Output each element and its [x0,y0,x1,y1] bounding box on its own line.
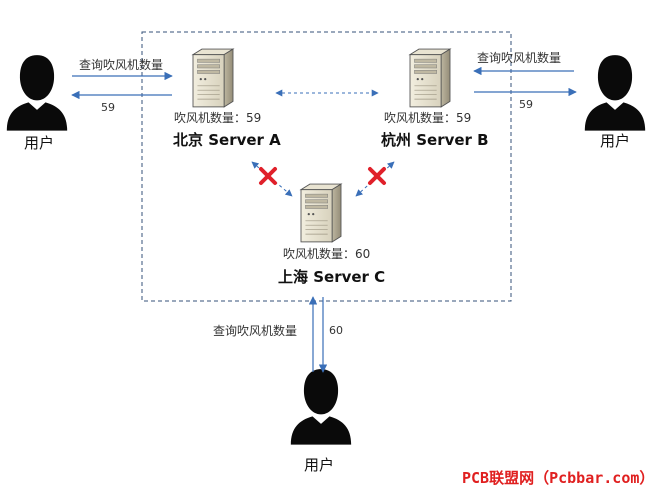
server-a-icon [192,48,234,108]
server-c-label: 上海 Server C [278,268,386,286]
user-right-icon [584,55,646,131]
right-query-label: 查询吹风机数量 [477,51,562,65]
bottom-query-label: 查询吹风机数量 [213,324,298,338]
left-query-label: 查询吹风机数量 [79,58,164,72]
right-reply-label: 59 [519,98,533,111]
watermark: PCB联盟网（Pcbbar.com） [462,469,655,487]
server-b-label: 杭州 Server B [381,131,489,149]
user-right-label: 用户 [600,132,631,150]
user-left-icon [6,55,68,131]
cluster-dashed-box [141,31,512,302]
user-bottom-label: 用户 [304,456,335,474]
server-b-icon [409,48,451,108]
server-b-count: 吹风机数量：59 [384,111,472,125]
user-bottom-icon [290,369,352,445]
server-a-label: 北京 Server A [173,131,281,149]
server-a-count: 吹风机数量：59 [174,111,262,125]
left-reply-label: 59 [101,101,115,114]
cross-icon [368,167,386,185]
bottom-reply-label: 60 [329,324,343,337]
server-c-icon [300,183,342,243]
server-c-count: 吹风机数量：60 [283,247,371,261]
user-left-label: 用户 [24,134,55,152]
cross-icon [259,167,277,185]
